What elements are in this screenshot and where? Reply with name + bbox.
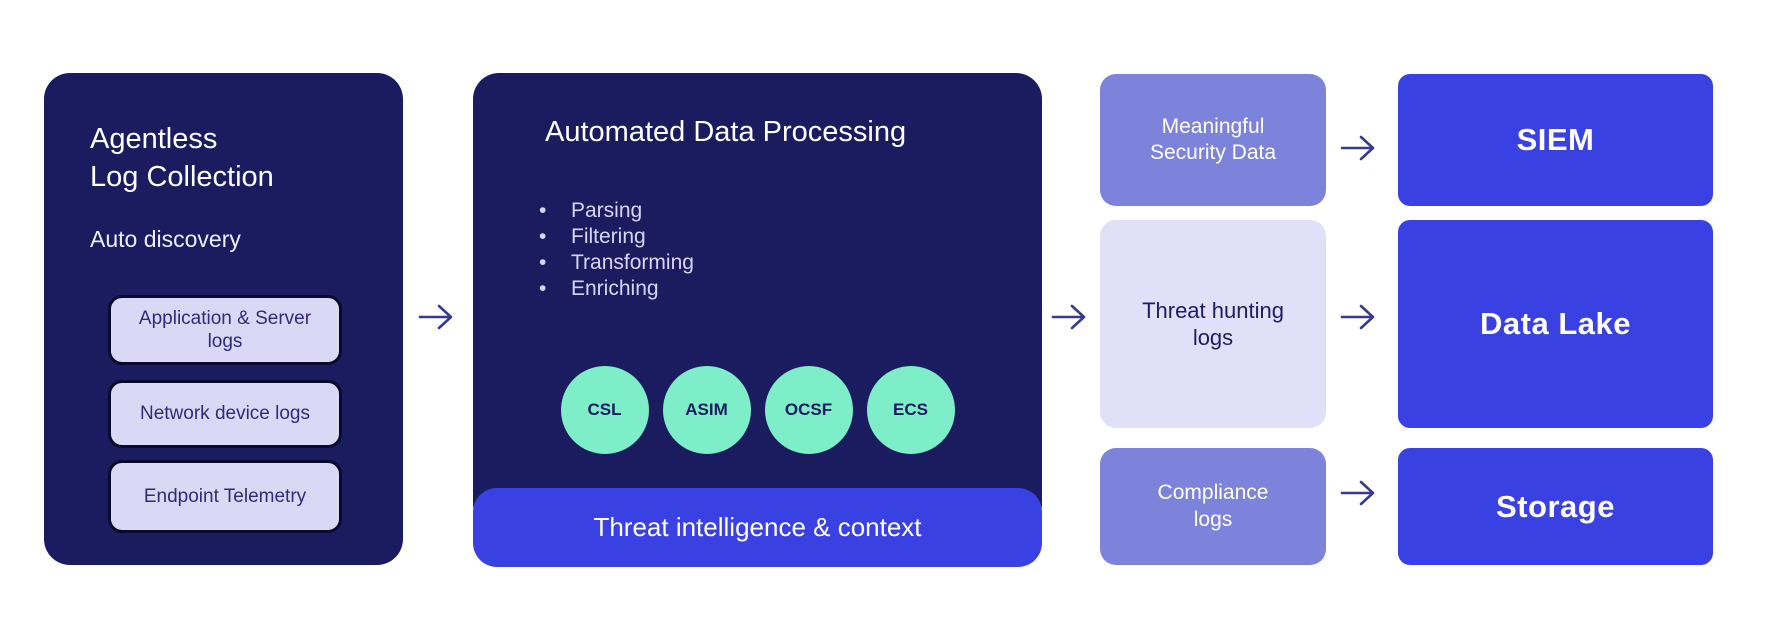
destination-siem: SIEM: [1398, 74, 1713, 206]
processing-steps-list: Parsing Filtering Transforming Enriching: [537, 198, 957, 302]
output-box-threat-hunting-logs: Threat hunting logs: [1100, 220, 1326, 428]
processing-step: Transforming: [537, 250, 957, 276]
destination-data-lake: Data Lake: [1398, 220, 1713, 428]
arrow-right-icon: [1340, 477, 1380, 509]
output-box-compliance-logs: Compliance logs: [1100, 448, 1326, 565]
schema-badge-ocsf: OCSF: [764, 366, 853, 454]
schema-badge-asim: ASIM: [662, 366, 751, 454]
arrow-right-icon: [1340, 132, 1380, 164]
processing-step: Parsing: [537, 198, 957, 224]
destination-storage: Storage: [1398, 448, 1713, 565]
arrow-right-icon: [1340, 301, 1380, 333]
source-chip-network-device-logs: Network device logs: [108, 380, 342, 448]
collection-subtitle: Auto discovery: [90, 226, 241, 252]
processing-step: Enriching: [537, 276, 957, 302]
output-box-meaningful-security-data: Meaningful Security Data: [1100, 74, 1326, 206]
arrow-right-icon: [418, 301, 458, 333]
schema-badge-ecs: ECS: [866, 366, 955, 454]
processing-title: Automated Data Processing: [545, 116, 907, 148]
schema-badges-row: CSL ASIM OCSF ECS: [473, 366, 1042, 454]
processing-step: Filtering: [537, 224, 957, 250]
collection-title: Agentless Log Collection: [90, 123, 274, 193]
source-chip-endpoint-telemetry: Endpoint Telemetry: [108, 460, 342, 533]
schema-badge-csl: CSL: [560, 366, 649, 454]
threat-intel-banner: Threat intelligence & context: [473, 488, 1042, 567]
arrow-right-icon: [1051, 301, 1091, 333]
source-chip-application-server-logs: Application & Server logs: [108, 295, 342, 365]
